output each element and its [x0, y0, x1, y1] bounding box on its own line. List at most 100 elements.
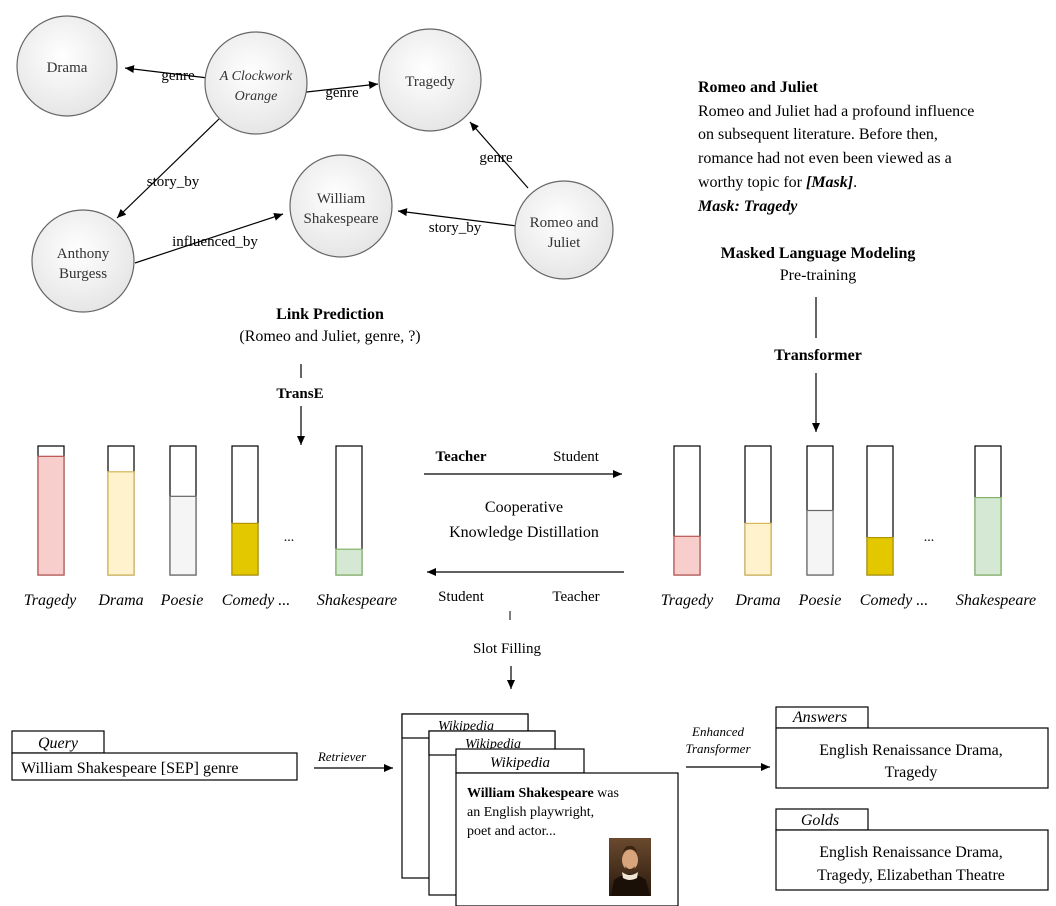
- bar-shakespeare-fill: [974, 497, 1002, 576]
- node-label: William: [317, 191, 366, 207]
- bar-label: Tragedy: [661, 592, 714, 609]
- bar-label: Shakespeare: [317, 592, 397, 609]
- slot-filling: Slot Filling Query William Shakespeare […: [11, 611, 1049, 906]
- bar-label: Tragedy: [24, 592, 77, 609]
- edge-label-influenced-by: influenced_by: [172, 234, 258, 250]
- edge-label-story-by: story_by: [147, 174, 200, 190]
- slot-filling-label: Slot Filling: [473, 641, 541, 657]
- bar-poesie-fill: [169, 495, 197, 576]
- node-drama: Drama: [16, 15, 118, 117]
- link-prediction-query: (Romeo and Juliet, genre, ?): [239, 328, 420, 345]
- answers-text: Tragedy: [885, 764, 938, 781]
- ellipsis: ...: [924, 530, 935, 545]
- answers-tab-label: Answers: [792, 709, 847, 726]
- knowledge-graph: genre genre genre story_by story_by infl…: [16, 15, 614, 313]
- edge-clockwork-drama: [124, 65, 209, 79]
- golds-text: English Renaissance Drama,: [819, 844, 1003, 861]
- mask-token: [Mask]: [806, 174, 853, 191]
- student-label: Student: [438, 589, 485, 605]
- bar-label: Comedy ...: [860, 592, 928, 609]
- node-label: Tragedy: [405, 74, 455, 90]
- node-label: Anthony: [57, 246, 110, 262]
- edge-romeo-tragedy: [469, 121, 529, 189]
- bar-group-right: [673, 445, 1002, 576]
- edge-label-genre: genre: [479, 150, 513, 166]
- edge-clockwork-anthony: [116, 117, 221, 219]
- bar-comedy-fill: [231, 522, 259, 576]
- bar-labels-left: Tragedy Drama Poesie Comedy ... Shakespe…: [24, 592, 397, 609]
- ellipsis: ...: [284, 530, 295, 545]
- query-box: Query William Shakespeare [SEP] genre: [11, 730, 298, 781]
- bar-tragedy-fill: [37, 455, 65, 576]
- wikipedia-stack: Wikipedia Wikipedia Wikipedia William Sh…: [401, 713, 679, 906]
- wiki-text-line: William Shakespeare was: [467, 786, 619, 801]
- mask-answer: Mask: Tragedy: [697, 198, 798, 215]
- node-label: Romeo and: [530, 215, 599, 231]
- mlm-heading: Romeo and Juliet: [698, 79, 819, 96]
- mlm-text-line: romance had not even been viewed as a: [698, 150, 952, 167]
- bar-comedy-fill: [866, 536, 894, 576]
- wiki-tab-front: [455, 748, 585, 774]
- node-romeo-juliet: Romeo and Juliet: [514, 180, 614, 280]
- node-label: A Clockwork: [219, 69, 293, 84]
- node-tragedy: Tragedy: [378, 28, 482, 132]
- answers-text: English Renaissance Drama,: [819, 742, 1003, 759]
- wiki-tab-label: Wikipedia: [490, 755, 550, 771]
- bar-label: Poesie: [160, 592, 204, 609]
- wiki-text-line: an English playwright,: [467, 805, 594, 820]
- node-label: Shakespeare: [304, 211, 379, 227]
- node-label: Burgess: [59, 266, 107, 282]
- node-label: Drama: [47, 60, 88, 76]
- student-label: Student: [553, 449, 600, 465]
- bar-group-left: [37, 445, 363, 576]
- distillation-title: Cooperative: [485, 499, 563, 516]
- edge-label-genre: genre: [325, 85, 359, 101]
- mlm-text-line: on subsequent literature. Before then,: [698, 126, 938, 143]
- node-label: Orange: [235, 89, 278, 104]
- teacher-label: Teacher: [435, 449, 486, 465]
- wiki-tab-label: Wikipedia: [438, 719, 494, 734]
- bar-poesie-fill: [806, 509, 834, 576]
- golds-tab-label: Golds: [801, 812, 839, 829]
- node-label: Juliet: [548, 235, 581, 251]
- bar-drama-fill: [744, 522, 772, 576]
- golds-text: Tragedy, Elizabethan Theatre: [817, 867, 1005, 884]
- retriever-label: Retriever: [317, 749, 367, 764]
- edge-romeo-shakespeare: [397, 208, 518, 227]
- bar-tragedy-fill: [673, 535, 701, 576]
- transe-label: TransE: [276, 386, 323, 402]
- wiki-tab-label: Wikipedia: [465, 737, 521, 752]
- bar-shakespeare-fill: [335, 548, 363, 576]
- distillation-center: Teacher Student Cooperative Knowledge Di…: [424, 449, 624, 605]
- bar-label: Poesie: [798, 592, 842, 609]
- mlm-title: Masked Language Modeling: [721, 245, 916, 262]
- node-william-shakespeare: William Shakespeare: [289, 154, 393, 258]
- wiki-text-line: poet and actor...: [467, 824, 556, 839]
- mlm-panel: Romeo and Juliet Romeo and Juliet had a …: [697, 79, 974, 432]
- transformer-label: Transformer: [774, 347, 862, 364]
- teacher-label: Teacher: [552, 589, 599, 605]
- golds-box: Golds English Renaissance Drama, Tragedy…: [775, 808, 1049, 891]
- node-clockwork-orange: A Clockwork Orange: [204, 31, 308, 135]
- bar-labels-right: Tragedy Drama Poesie Comedy ... Shakespe…: [661, 592, 1036, 609]
- link-prediction: Link Prediction (Romeo and Juliet, genre…: [239, 306, 421, 445]
- bar-label: Drama: [734, 592, 780, 609]
- bar-drama-fill: [107, 471, 135, 576]
- edge-label-genre: genre: [161, 68, 195, 84]
- bar-label: Shakespeare: [956, 592, 1036, 609]
- shakespeare-portrait: [609, 838, 651, 896]
- mlm-text-line: worthy topic for [Mask].: [698, 174, 857, 191]
- mlm-subtitle: Pre-training: [780, 267, 856, 284]
- bar-label: Drama: [97, 592, 143, 609]
- mlm-text-line: Romeo and Juliet had a profound influenc…: [698, 103, 974, 120]
- node-anthony-burgess: Anthony Burgess: [31, 209, 135, 313]
- edge-label-story-by: story_by: [429, 220, 482, 236]
- bar-label: Comedy ...: [222, 592, 290, 609]
- answers-box: Answers English Renaissance Drama, Trage…: [775, 706, 1049, 789]
- query-text: William Shakespeare [SEP] genre: [21, 760, 239, 777]
- enhanced-label: Enhanced: [691, 724, 744, 739]
- link-prediction-title: Link Prediction: [276, 306, 384, 323]
- enhanced-label: Transformer: [685, 741, 751, 756]
- distillation-title: Knowledge Distillation: [449, 524, 599, 541]
